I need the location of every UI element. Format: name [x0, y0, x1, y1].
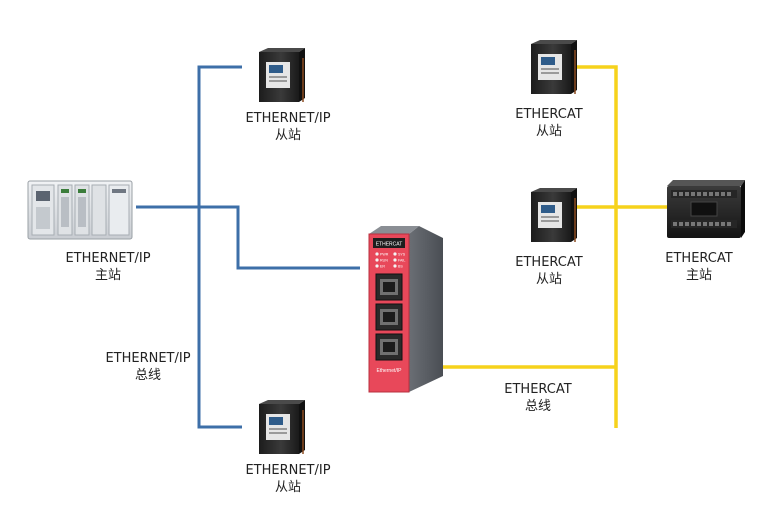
gateway-led-panel: PWR SYS RUN FAIL ER BS [375, 252, 406, 269]
ethernet-port-3[interactable] [375, 333, 403, 361]
gateway-brand-text: ETHERCAT [376, 242, 403, 248]
ethernet-port-1[interactable] [375, 273, 403, 301]
plc-rack-icon [27, 180, 133, 240]
led-label: BS [398, 265, 403, 269]
led-indicator [375, 264, 379, 268]
ethernet-ip-bus-label-line2: 总线 [134, 368, 161, 383]
led-label: RUN [380, 259, 388, 263]
ethercat-master-label: ETHERCAT 主站 [649, 250, 749, 284]
ethernet-ip-slave-bottom-label-line1: ETHERNET/IP [245, 463, 331, 478]
servo-drive-icon [259, 48, 305, 102]
led-indicator [375, 258, 379, 262]
ethercat-slave-top-label-line2: 从站 [535, 124, 562, 139]
ethercat-bus-lines [440, 65, 667, 428]
ethernet-ip-slave-bottom-label-line2: 从站 [274, 480, 301, 495]
ethercat-bus-label-line1: ETHERCAT [504, 382, 572, 397]
led-indicator [393, 264, 397, 268]
ethernet-ip-bus-trunk [197, 65, 242, 429]
ethernet-ip-slave-top-label-line1: ETHERNET/IP [245, 111, 331, 126]
ethercat-controller-icon [667, 180, 745, 238]
gateway-model-label: Ethernet/IP [376, 368, 402, 374]
ethercat-bus-trunk [577, 65, 618, 428]
led-label: FAIL [398, 259, 405, 263]
ethernet-ip-master-label-line2: 主站 [94, 268, 121, 283]
ethercat-slave-mid-label: ETHERCAT 从站 [499, 254, 599, 288]
ethernet-ip-slave-top-label-line2: 从站 [274, 128, 301, 143]
gateway-icon: ETHERCAT PWR SYS RUN FAIL ER BS Ethernet/IP [368, 226, 443, 393]
ethercat-slave-top-label-line1: ETHERCAT [515, 107, 583, 122]
ethercat-slave-top-label: ETHERCAT 从站 [499, 106, 599, 140]
led-indicator [393, 258, 397, 262]
ethernet-ip-master-label-line1: ETHERNET/IP [65, 251, 151, 266]
ethernet-ip-bus-label: ETHERNET/IP 总线 [98, 350, 198, 384]
ethercat-slave-mid-label-line2: 从站 [535, 272, 562, 287]
ethercat-master-label-line2: 主站 [685, 268, 712, 283]
ethernet-ip-slave-top-label: ETHERNET/IP 从站 [238, 110, 338, 144]
ethernet-ip-slave-bottom-label: ETHERNET/IP 从站 [238, 462, 338, 496]
led-label: SYS [398, 253, 406, 257]
led-indicator [393, 252, 397, 256]
ethercat-bus-label-line2: 总线 [524, 399, 551, 414]
servo-drive-icon [259, 400, 305, 454]
led-label: ER [380, 265, 385, 269]
ethernet-ip-bus-label-line1: ETHERNET/IP [105, 351, 191, 366]
ethernet-ip-bus-lines [136, 65, 360, 429]
ethercat-master-label-line1: ETHERCAT [665, 251, 733, 266]
ethernet-ip-master-label: ETHERNET/IP 主站 [58, 250, 158, 284]
servo-drive-icon [531, 40, 577, 94]
ethernet-port-2[interactable] [375, 303, 403, 331]
ethernet-ip-master-link [136, 205, 360, 270]
led-indicator [375, 252, 379, 256]
ethercat-bus-label: ETHERCAT 总线 [488, 381, 588, 415]
ethercat-slave-mid-label-line1: ETHERCAT [515, 255, 583, 270]
led-label: PWR [380, 253, 389, 257]
servo-drive-icon [531, 188, 577, 242]
